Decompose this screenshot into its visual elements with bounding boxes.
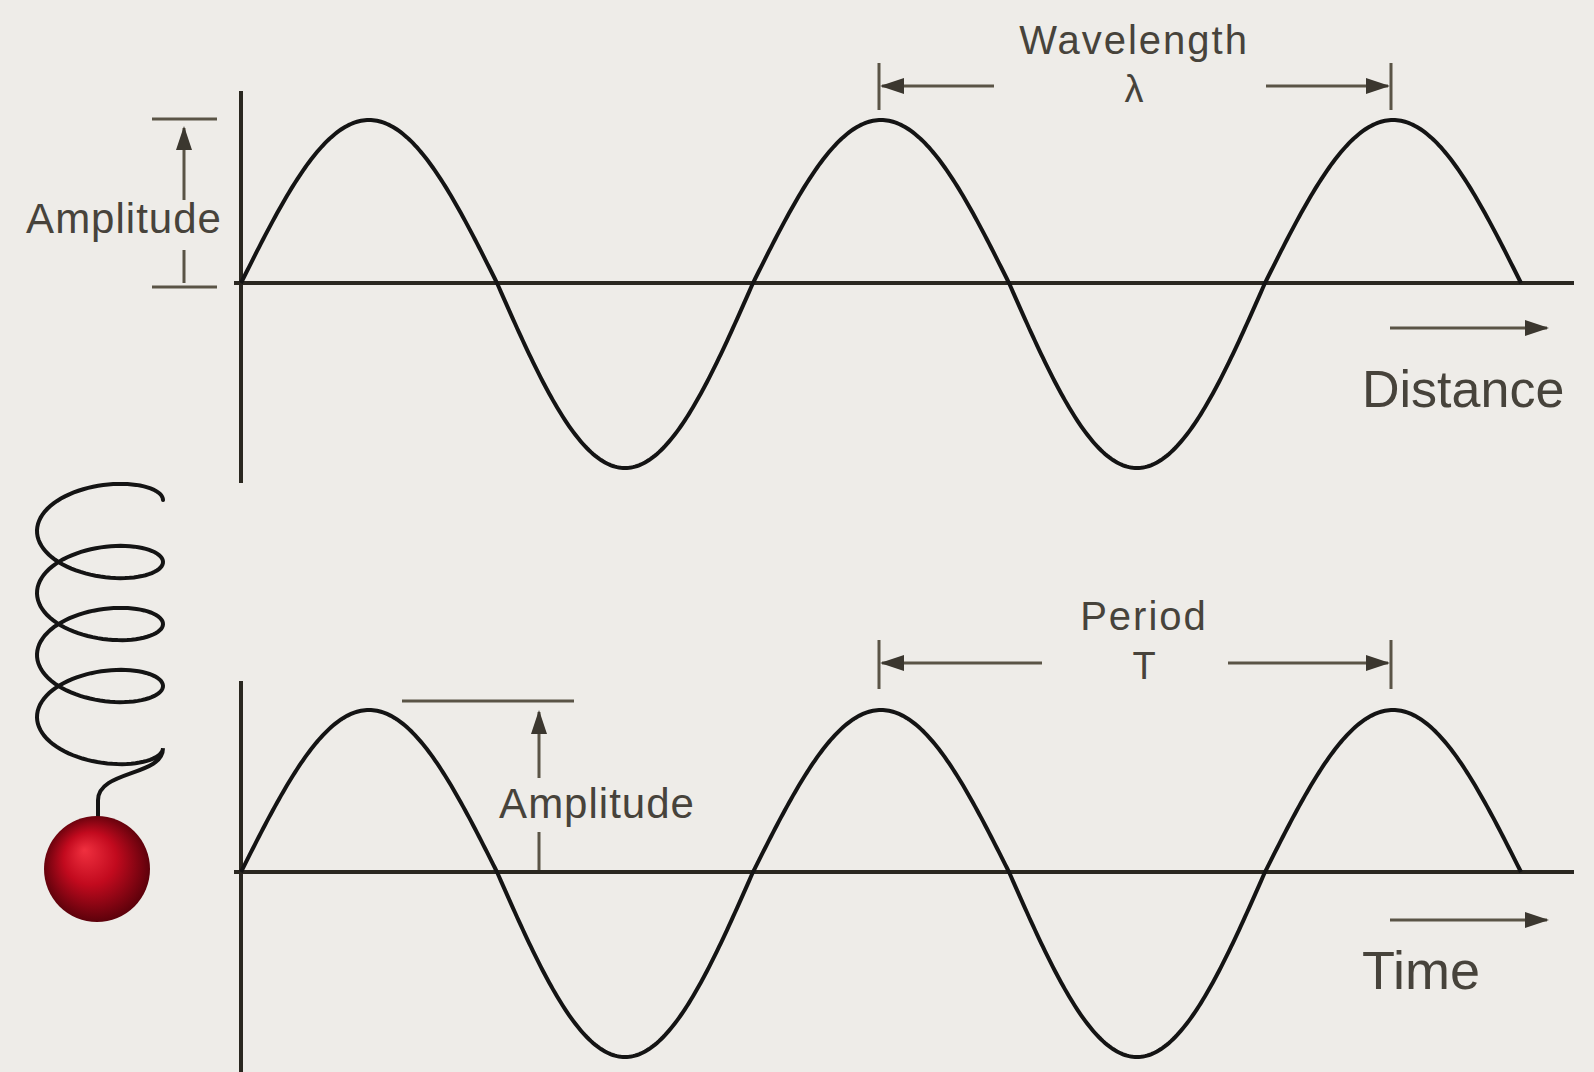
sine-wave bbox=[241, 120, 1521, 468]
period-label: Period bbox=[1080, 596, 1208, 636]
axis-label: Time bbox=[1362, 943, 1480, 997]
amplitude-bar bbox=[152, 118, 217, 121]
amplitude-bar bbox=[402, 700, 574, 703]
spring-coil bbox=[37, 484, 163, 818]
direction-arrow bbox=[1390, 919, 1547, 922]
amplitude-arrow bbox=[183, 128, 186, 200]
x-axis bbox=[234, 281, 1574, 285]
y-axis bbox=[239, 91, 243, 483]
bracket-tick bbox=[1390, 63, 1393, 110]
axis-label: Distance bbox=[1362, 363, 1564, 415]
period-symbol: T bbox=[1132, 647, 1155, 685]
direction-arrow bbox=[1390, 327, 1547, 330]
bracket-tick bbox=[878, 63, 881, 110]
mass-ball bbox=[44, 816, 150, 922]
sine-wave bbox=[241, 710, 1521, 1057]
dimension-arrow bbox=[882, 662, 1042, 665]
amplitude-arrow bbox=[538, 712, 541, 778]
amplitude-bar bbox=[152, 286, 217, 289]
bracket-tick bbox=[1390, 640, 1393, 689]
y-axis bbox=[239, 681, 243, 1072]
amplitude-label: Amplitude bbox=[499, 783, 695, 825]
amplitude-leader bbox=[538, 832, 541, 870]
lambda-symbol: λ bbox=[1125, 70, 1144, 108]
dimension-arrow bbox=[1266, 85, 1388, 88]
x-axis bbox=[234, 870, 1574, 874]
wavelength-label: Wavelength bbox=[1019, 20, 1249, 60]
amplitude-label: Amplitude bbox=[26, 198, 222, 240]
bracket-tick bbox=[878, 640, 881, 689]
dimension-arrow bbox=[1228, 662, 1388, 665]
dimension-arrow bbox=[882, 85, 994, 88]
amplitude-leader bbox=[183, 250, 186, 283]
